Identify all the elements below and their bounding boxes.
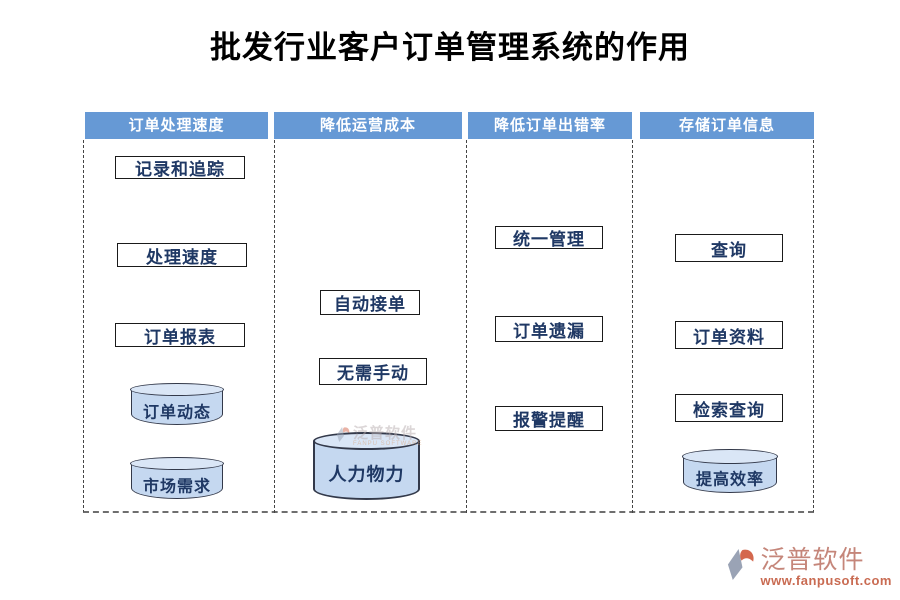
cylinder-top [682, 449, 778, 464]
fanpu-logo-icon [728, 549, 755, 580]
node-processing-speed: 处理速度 [117, 243, 247, 267]
cylinder-top [130, 457, 224, 470]
watermark-brand: 泛普软件 [353, 425, 418, 442]
footer-logo: 泛普软件 www.fanpusoft.com [726, 547, 892, 588]
node-auto-accept-order: 自动接单 [320, 290, 420, 315]
node-manpower-material-cylinder: 人力物力 [313, 432, 420, 500]
footer-url-text: www.fanpusoft.com [760, 573, 892, 589]
column-divider-2 [466, 140, 467, 513]
node-unified-management: 统一管理 [495, 226, 603, 249]
node-order-data: 订单资料 [675, 321, 783, 349]
diagram-title: 批发行业客户订单管理系统的作用 [210, 30, 690, 65]
node-alarm-reminder: 报警提醒 [495, 406, 603, 431]
cylinder-top [130, 383, 224, 396]
node-no-manual-needed: 无需手动 [319, 358, 427, 385]
column-header-reduce-order-errors: 降低订单出错率 [468, 112, 632, 139]
watermark-logo: 泛普软件 FANPU SOFTWARE [336, 426, 422, 447]
fanpu-logo-icon [336, 427, 350, 442]
node-record-and-track: 记录和追踪 [115, 156, 245, 179]
node-order-omission: 订单遗漏 [495, 316, 603, 342]
column-header-store-order-info: 存储订单信息 [640, 112, 814, 139]
node-query: 查询 [675, 234, 783, 262]
column-divider-3 [632, 140, 633, 513]
node-order-report: 订单报表 [115, 323, 245, 347]
footer-brand-text: 泛普软件 [760, 546, 865, 574]
column-header-order-processing-speed: 订单处理速度 [85, 112, 268, 139]
node-retrieval-query: 检索查询 [675, 394, 783, 422]
diagram-frame [83, 140, 814, 513]
column-divider-1 [274, 140, 275, 513]
watermark-subtext: FANPU SOFTWARE [353, 441, 423, 447]
node-improve-efficiency-cylinder: 提高效率 [682, 449, 778, 493]
node-market-demand-cylinder: 市场需求 [130, 457, 224, 499]
column-header-reduce-operating-cost: 降低运营成本 [274, 112, 462, 139]
node-order-dynamics-cylinder: 订单动态 [130, 383, 224, 425]
